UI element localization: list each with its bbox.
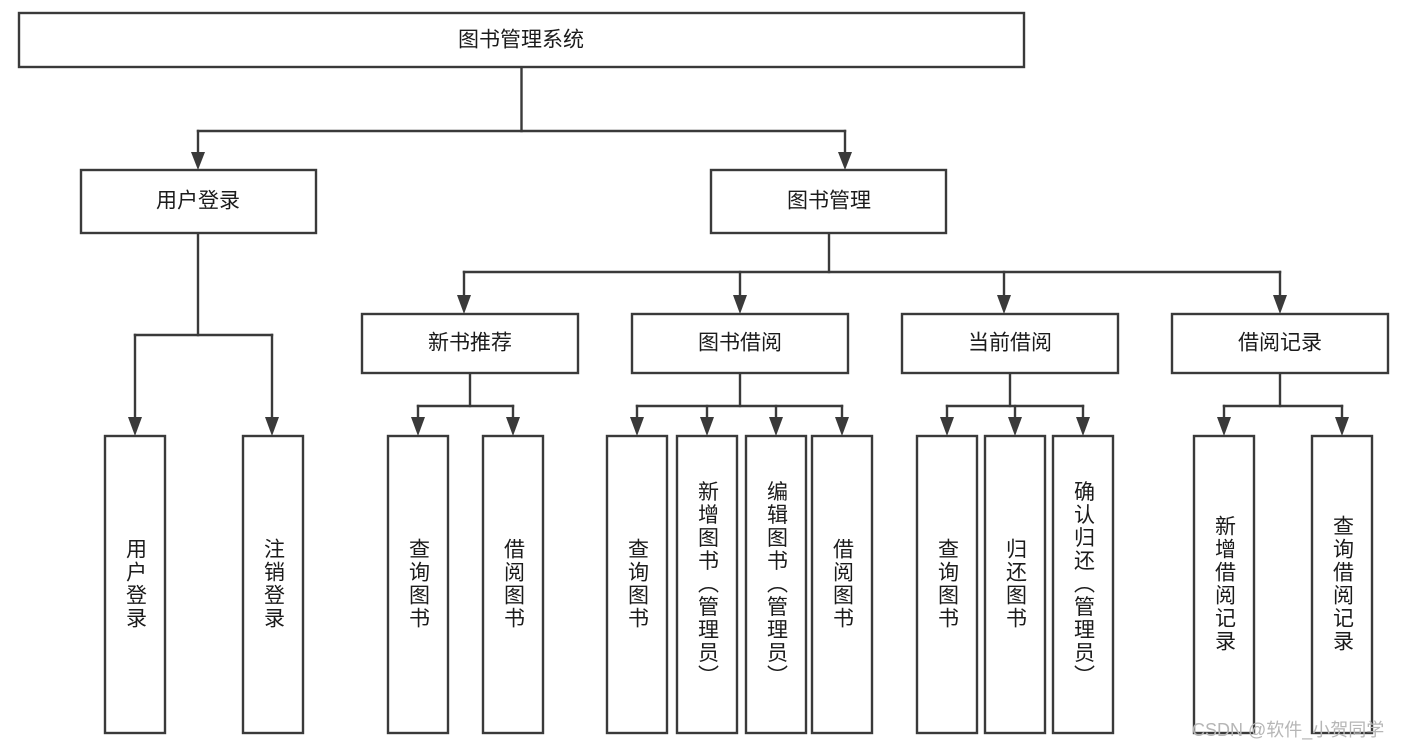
- node-leaf-query-book-3[interactable]: 查询图书: [915, 434, 979, 735]
- arrow-to-borrow-record: [1273, 295, 1287, 314]
- node-new-book-recommend[interactable]: 新书推荐: [360, 312, 580, 375]
- node-leaf-borrow-book-1-label: 借阅图书: [502, 538, 526, 630]
- node-leaf-confirm-return-label: 确认归还（管理员）: [1072, 481, 1096, 688]
- node-borrow-record[interactable]: 借阅记录: [1170, 312, 1390, 375]
- node-book-manage[interactable]: 图书管理: [709, 168, 948, 235]
- arrow-to-leaf-query-book-3: [940, 417, 954, 436]
- node-book-borrow[interactable]: 图书借阅: [630, 312, 850, 375]
- node-leaf-user-login[interactable]: 用户登录: [103, 434, 167, 735]
- node-borrow-record-label: 借阅记录: [1238, 332, 1322, 355]
- arrow-to-leaf-query-book-2: [630, 417, 644, 436]
- node-root[interactable]: 图书管理系统: [17, 11, 1026, 69]
- node-leaf-user-login-label: 用户登录: [124, 538, 148, 630]
- connector-user-login-to-leaves: [133, 231, 274, 422]
- node-leaf-edit-book[interactable]: 编辑图书（管理员）: [744, 434, 808, 735]
- arrow-to-leaf-logout: [265, 417, 279, 436]
- node-leaf-query-book-2[interactable]: 查询图书: [605, 434, 669, 735]
- node-leaf-confirm-return[interactable]: 确认归还（管理员）: [1051, 434, 1115, 735]
- node-leaf-logout-label: 注销登录: [262, 538, 286, 630]
- arrow-to-leaf-query-record: [1335, 417, 1349, 436]
- node-user-login[interactable]: 用户登录: [79, 168, 318, 235]
- connector-current-borrow-to-leaves: [945, 371, 1085, 422]
- arrow-root-to-book-manage: [838, 152, 852, 170]
- arrow-to-leaf-query-book-1: [411, 417, 425, 436]
- node-book-manage-label: 图书管理: [787, 190, 871, 213]
- connector-book-manage-to-level2: [462, 231, 1282, 300]
- arrow-to-leaf-borrow-book-1: [506, 417, 520, 436]
- arrow-to-leaf-add-book: [700, 417, 714, 436]
- node-user-login-label: 用户登录: [156, 190, 240, 213]
- connector-root-to-level1: [196, 65, 847, 157]
- node-new-book-recommend-label: 新书推荐: [428, 332, 512, 355]
- node-current-borrow[interactable]: 当前借阅: [900, 312, 1120, 375]
- node-leaf-query-record[interactable]: 查询借阅记录: [1310, 434, 1374, 735]
- watermark: CSDN @软件_小贺同学: [1192, 720, 1385, 740]
- connector-borrow-record-to-leaves: [1222, 371, 1344, 422]
- node-leaf-add-record-label: 新增借阅记录: [1213, 515, 1237, 653]
- node-leaf-borrow-book-2[interactable]: 借阅图书: [810, 434, 874, 735]
- node-leaf-borrow-book-1[interactable]: 借阅图书: [481, 434, 545, 735]
- arrow-to-leaf-confirm-return: [1076, 417, 1090, 436]
- node-book-borrow-label: 图书借阅: [698, 332, 782, 355]
- arrow-to-leaf-add-record: [1217, 417, 1231, 436]
- arrow-to-leaf-return-book: [1008, 417, 1022, 436]
- node-leaf-query-record-label: 查询借阅记录: [1331, 515, 1355, 653]
- node-leaf-query-book-3-label: 查询图书: [936, 538, 960, 630]
- node-leaf-return-book-label: 归还图书: [1004, 538, 1028, 630]
- arrow-to-book-borrow: [733, 295, 747, 314]
- connector-new-book-recommend-to-leaves: [416, 371, 515, 422]
- arrow-to-new-book-recommend: [457, 295, 471, 314]
- arrow-to-leaf-borrow-book-2: [835, 417, 849, 436]
- connector-book-borrow-to-leaves: [635, 371, 844, 422]
- node-leaf-add-book[interactable]: 新增图书（管理员）: [675, 434, 739, 735]
- arrow-to-leaf-edit-book: [769, 417, 783, 436]
- node-leaf-add-book-label: 新增图书（管理员）: [696, 481, 720, 688]
- node-leaf-add-record[interactable]: 新增借阅记录: [1192, 434, 1256, 735]
- node-leaf-query-book-1-label: 查询图书: [407, 538, 431, 630]
- node-current-borrow-label: 当前借阅: [968, 332, 1052, 355]
- node-leaf-borrow-book-2-label: 借阅图书: [831, 538, 855, 630]
- arrow-to-current-borrow: [997, 295, 1011, 314]
- node-root-label: 图书管理系统: [458, 29, 584, 52]
- node-leaf-query-book-2-label: 查询图书: [626, 538, 650, 630]
- node-leaf-edit-book-label: 编辑图书（管理员）: [765, 481, 789, 688]
- arrow-root-to-user-login: [191, 152, 205, 170]
- node-leaf-logout[interactable]: 注销登录: [241, 434, 305, 735]
- node-leaf-return-book[interactable]: 归还图书: [983, 434, 1047, 735]
- node-leaf-query-book-1[interactable]: 查询图书: [386, 434, 450, 735]
- arrow-to-leaf-user-login: [128, 417, 142, 436]
